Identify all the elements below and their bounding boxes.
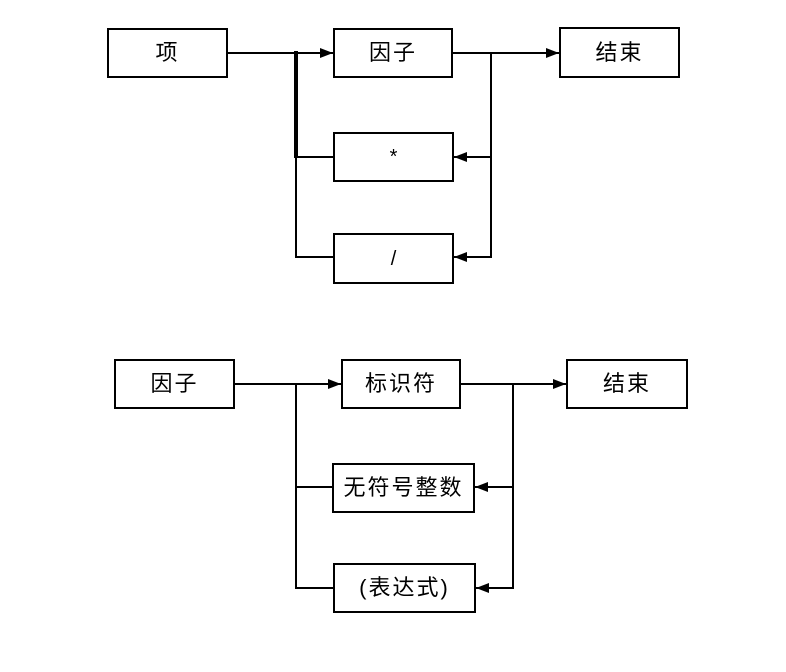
node-end-2: 结束 xyxy=(566,359,688,409)
node-factor: 因子 xyxy=(333,28,453,78)
node-paren-expression: (表达式) xyxy=(333,563,476,613)
connector-right-loop-to-slash xyxy=(454,53,492,262)
connector-left-loop-to-slash xyxy=(295,157,333,258)
node-factor-label: 因子 xyxy=(368,40,417,65)
node-unsigned-integer: 无符号整数 xyxy=(332,463,475,513)
connector-left-branch-to-paren-expression xyxy=(295,383,333,589)
term-rule-connectors xyxy=(228,48,559,262)
node-end-2-label: 结束 xyxy=(602,371,651,396)
node-end-1: 结束 xyxy=(559,27,680,78)
node-term-label: 项 xyxy=(155,40,180,65)
node-end-1-label: 结束 xyxy=(595,39,644,65)
node-factor-source-label: 因子 xyxy=(150,371,199,396)
node-paren-expression-label: (表达式) xyxy=(359,575,450,600)
node-unsigned-integer-label: 无符号整数 xyxy=(343,475,464,500)
node-term: 项 xyxy=(107,28,228,78)
node-operator-div: / xyxy=(333,233,454,284)
node-identifier: 标识符 xyxy=(341,359,461,409)
factor-rule-connectors xyxy=(235,379,566,593)
node-operator-mul: * xyxy=(333,132,454,182)
node-identifier-label: 标识符 xyxy=(364,371,437,396)
node-operator-mul-label: * xyxy=(389,146,398,168)
node-factor-source: 因子 xyxy=(114,359,235,409)
connector-right-branch-to-paren-expression xyxy=(476,384,514,593)
node-operator-div-label: / xyxy=(390,247,397,270)
